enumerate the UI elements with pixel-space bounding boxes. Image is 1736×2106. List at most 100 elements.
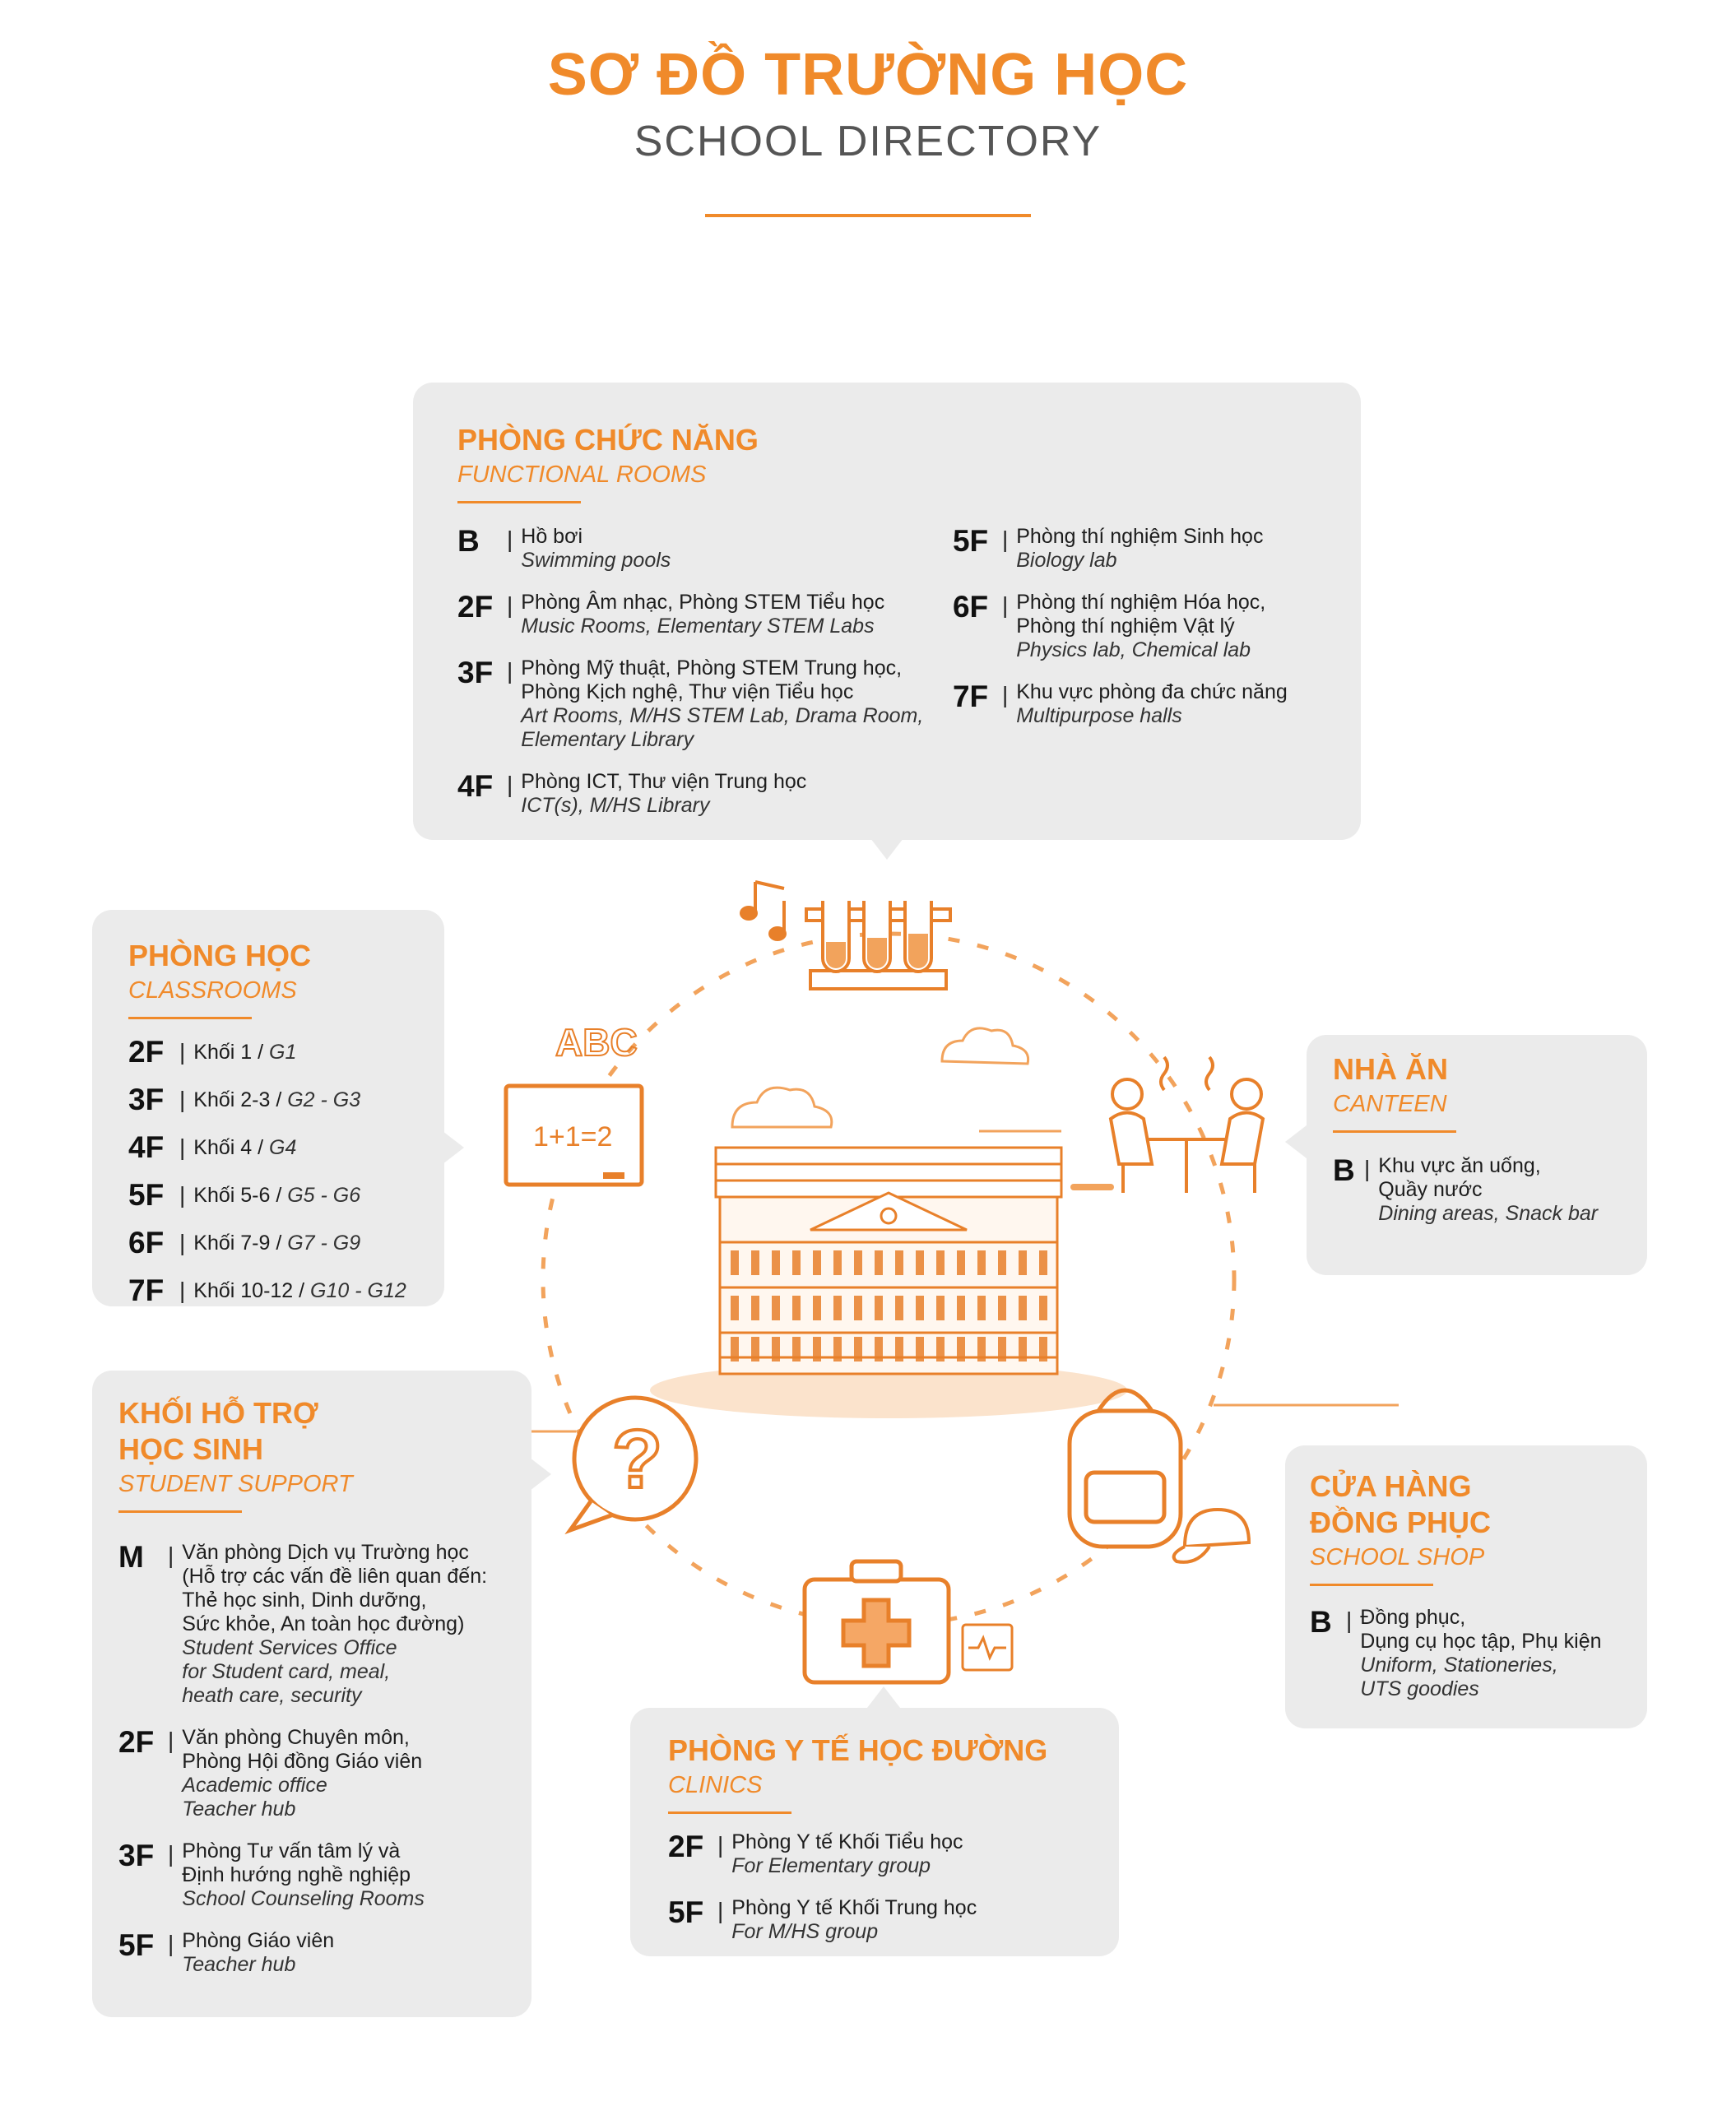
entry-vi-line: Văn phòng Dịch vụ Trường học — [182, 1541, 469, 1564]
entry-vi-line: Phòng thí nghiệm Sinh học — [1016, 525, 1264, 548]
building-window — [977, 1337, 986, 1361]
entry-en-line: Swimming pools — [521, 549, 671, 572]
separator: | — [179, 1039, 186, 1065]
classroom-vi: Khối 5-6 / — [193, 1183, 288, 1207]
entry-vi-line: Dụng cụ học tập, Phụ kiện — [1360, 1630, 1602, 1653]
building-window — [916, 1337, 924, 1361]
classroom-vi: Khối 2-3 / — [193, 1088, 288, 1111]
entry-text: Phòng thí nghiệm Hóa học,Phòng thí nghiệ… — [1016, 591, 1265, 662]
building-window — [731, 1250, 739, 1275]
classroom-row: 4F|Khối 4 / G4 — [128, 1131, 444, 1164]
floor-label: 7F — [952, 680, 989, 713]
separator: | — [717, 1898, 724, 1923]
classroom-text: Khối 4 / G4 — [193, 1136, 296, 1160]
classroom-row: 6F|Khối 7-9 / G7 - G9 — [128, 1227, 444, 1259]
building-window — [998, 1337, 1006, 1361]
building-window — [772, 1337, 780, 1361]
classroom-text: Khối 5-6 / G5 - G6 — [193, 1184, 360, 1208]
floor-label: 5F — [668, 1895, 704, 1929]
floor-label: B — [1333, 1153, 1355, 1187]
entry-en-line: ICT(s), M/HS Library — [521, 794, 710, 817]
canteen-table-icon — [1108, 1055, 1265, 1193]
building-window — [977, 1250, 986, 1275]
classroom-en: G4 — [269, 1135, 297, 1159]
classroom-en: G10 - G12 — [310, 1278, 406, 1302]
building-window — [813, 1296, 821, 1320]
separator: | — [179, 1087, 186, 1112]
floor-label: B — [1310, 1605, 1332, 1639]
student-support-card: KHỐI HỖ TRỢ HỌC SINH STUDENT SUPPORT M|V… — [92, 1371, 531, 2017]
floor-label: 5F — [118, 1928, 155, 1962]
separator: | — [179, 1230, 186, 1255]
directory-entry: 6F|Phòng thí nghiệm Hóa học,Phòng thí ng… — [953, 591, 1316, 662]
floor-label: 5F — [128, 1178, 165, 1212]
separator: | — [507, 772, 513, 797]
entry-vi-line: Sức khỏe, An toàn học đường) — [182, 1612, 465, 1635]
classroom-en: G5 - G6 — [287, 1183, 361, 1207]
separator: | — [179, 1278, 186, 1303]
entry-en-line: UTS goodies — [1360, 1677, 1479, 1700]
entry-vi-line: Phòng ICT, Thư viện Trung học — [521, 770, 807, 793]
floor-label: 2F — [118, 1725, 155, 1759]
school-shop-subtitle: SCHOOL SHOP — [1310, 1544, 1485, 1570]
entry-vi-line: Phòng Tư vấn tâm lý và — [182, 1839, 401, 1862]
entry-en-line: Elementary Library — [521, 728, 694, 751]
entry-vi-line: Phòng Hội đồng Giáo viên — [182, 1750, 423, 1773]
entry-vi-line: Khu vực ăn uống, — [1378, 1154, 1541, 1177]
entry-en-line: School Counseling Rooms — [182, 1887, 425, 1910]
building-window — [854, 1250, 862, 1275]
building-window — [895, 1250, 903, 1275]
floor-label: 7F — [128, 1273, 165, 1307]
functional-rooms-subtitle: FUNCTIONAL ROOMS — [457, 462, 707, 488]
entry-vi-line: Quầy nước — [1378, 1178, 1483, 1201]
floor-label: 2F — [128, 1035, 165, 1069]
school-shop-card: CỬA HÀNG ĐỒNG PHỤC SCHOOL SHOP B|Đồng ph… — [1285, 1445, 1647, 1728]
classroom-row: 7F|Khối 10-12 / G10 - G12 — [128, 1274, 444, 1307]
cap-icon — [1172, 1507, 1251, 1564]
building-window — [751, 1250, 759, 1275]
floor-label: 3F — [128, 1083, 165, 1116]
separator: | — [1001, 682, 1009, 707]
floor-label: 2F — [668, 1830, 704, 1863]
building-ground — [650, 1362, 1127, 1418]
entry-vi-line: Phòng Âm nhạc, Phòng STEM Tiểu học — [521, 591, 885, 614]
classrooms-subtitle: CLASSROOMS — [128, 977, 297, 1004]
building-window — [792, 1250, 801, 1275]
classrooms-pointer — [443, 1131, 464, 1164]
separator: | — [507, 526, 513, 552]
building-window — [916, 1296, 924, 1320]
classroom-row: 5F|Khối 5-6 / G5 - G6 — [128, 1179, 444, 1212]
building-window — [1019, 1337, 1027, 1361]
building-windows — [731, 1250, 1047, 1361]
building-window — [1039, 1296, 1047, 1320]
building-window — [977, 1296, 986, 1320]
building-window — [1019, 1296, 1027, 1320]
entry-en-line: For M/HS group — [731, 1920, 879, 1943]
entry-vi-line: Định hướng nghề nghiệp — [182, 1863, 411, 1886]
floor-label: 3F — [457, 656, 494, 689]
entry-vi-line: Phòng thí nghiệm Hóa học, — [1016, 591, 1266, 614]
entry-en-line: Physics lab, Chemical lab — [1016, 638, 1251, 661]
building-window — [957, 1250, 965, 1275]
student-support-title-line2: HỌC SINH — [118, 1432, 264, 1466]
entry-en-line: Multipurpose halls — [1016, 704, 1182, 727]
building-window — [875, 1250, 883, 1275]
cloud-icon — [731, 1086, 833, 1129]
classroom-en: G7 - G9 — [287, 1231, 361, 1255]
question-mark: ? — [612, 1413, 662, 1505]
building-window — [772, 1296, 780, 1320]
clinics-title: PHÒNG Y TẾ HỌC ĐƯỜNG — [668, 1733, 1048, 1767]
directory-entry: M|Văn phòng Dịch vụ Trường học(Hỗ trợ cá… — [118, 1541, 531, 1708]
entry-vi-line: Phòng Y tế Khối Tiểu học — [731, 1830, 963, 1853]
